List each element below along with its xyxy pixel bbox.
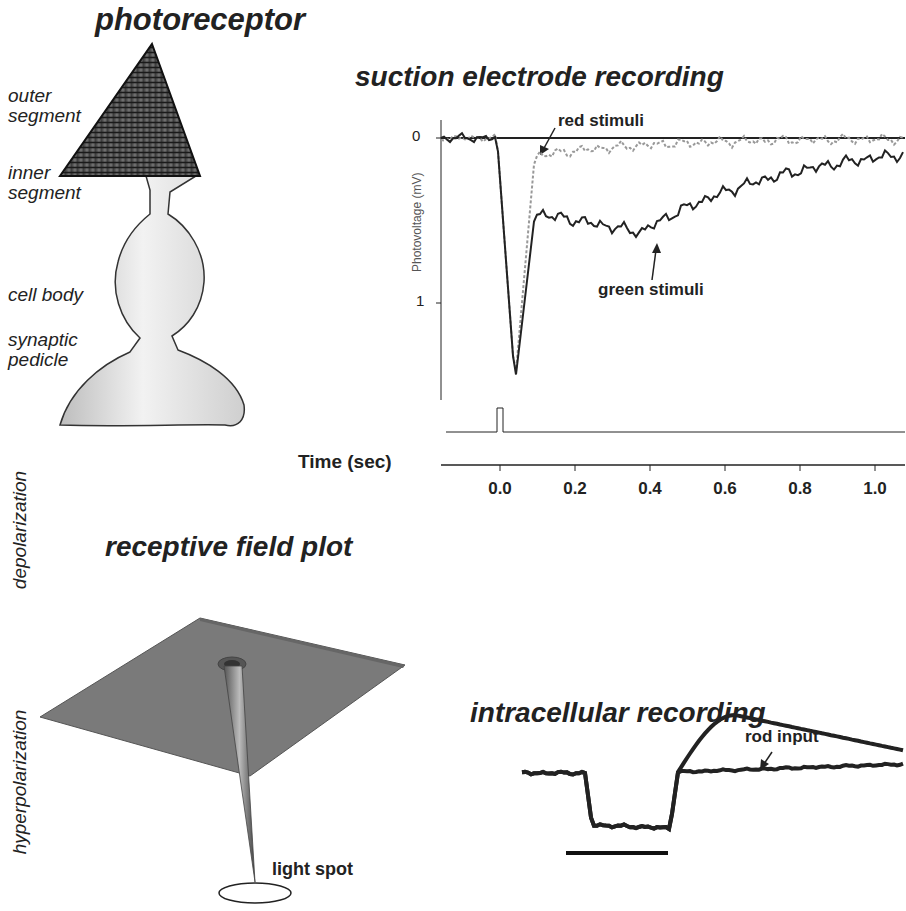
panel-title: receptive field plot xyxy=(105,532,352,561)
stimulus-bar xyxy=(566,851,668,855)
trace-label: rod input xyxy=(745,728,819,746)
receptive-field-surface xyxy=(40,618,405,903)
trace-label: green stimuli xyxy=(598,281,704,299)
panel-title: suction electrode recording xyxy=(355,62,724,91)
axis-tick: 0.0 xyxy=(488,480,512,498)
axis-title: Time (sec) xyxy=(298,452,392,472)
axis-title: depolarization xyxy=(10,471,30,589)
axis-tick: 0.8 xyxy=(788,480,812,498)
axis-tick: 0.6 xyxy=(713,480,737,498)
axis-tick: 1 xyxy=(416,293,424,309)
axis-tick: 0 xyxy=(412,128,420,144)
suction-chart-axes xyxy=(436,120,905,471)
trace-label: red stimuli xyxy=(558,112,644,130)
light-spot-label: light spot xyxy=(272,860,353,879)
green-trace xyxy=(441,133,903,374)
axis-title: hyperpolarization xyxy=(10,710,30,855)
panel-title: intracellular recording xyxy=(470,698,766,727)
photoreceptor-cell xyxy=(60,44,244,426)
part-label: outer segment xyxy=(8,86,88,126)
axis-tick: 0.4 xyxy=(638,480,662,498)
panel-title: photoreceptor xyxy=(95,4,305,37)
part-label: inner segment xyxy=(8,163,88,203)
part-label: synaptic pedicle xyxy=(8,330,98,370)
rod-input-trace xyxy=(522,764,903,829)
rod-input-arrow xyxy=(760,752,772,770)
intracellular-trace xyxy=(522,715,903,829)
axis-tick: 0.2 xyxy=(563,480,587,498)
axis-tick: 1.0 xyxy=(863,480,887,498)
part-label: cell body xyxy=(8,285,83,305)
axis-title: Photovoltage (mV) xyxy=(412,172,425,271)
